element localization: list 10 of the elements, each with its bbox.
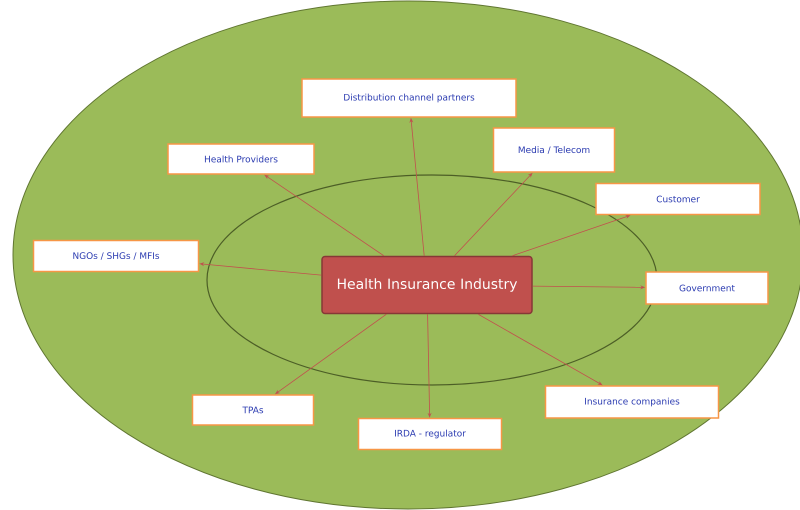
stakeholder-box: NGOs / SHGs / MFIs: [32, 240, 200, 272]
stakeholder-box: Media / Telecom: [492, 127, 616, 173]
central-box: Health Insurance Industry: [321, 256, 533, 314]
stakeholder-box: Insurance companies: [544, 385, 720, 419]
stakeholder-box: TPAs: [192, 394, 314, 426]
stakeholder-box: Government: [645, 271, 769, 305]
stakeholder-box: Health Providers: [167, 143, 315, 175]
stakeholder-box: IRDA - regulator: [358, 418, 502, 450]
stakeholder-box: Customer: [595, 182, 761, 216]
stakeholder-box: Distribution channel partners: [301, 78, 517, 118]
